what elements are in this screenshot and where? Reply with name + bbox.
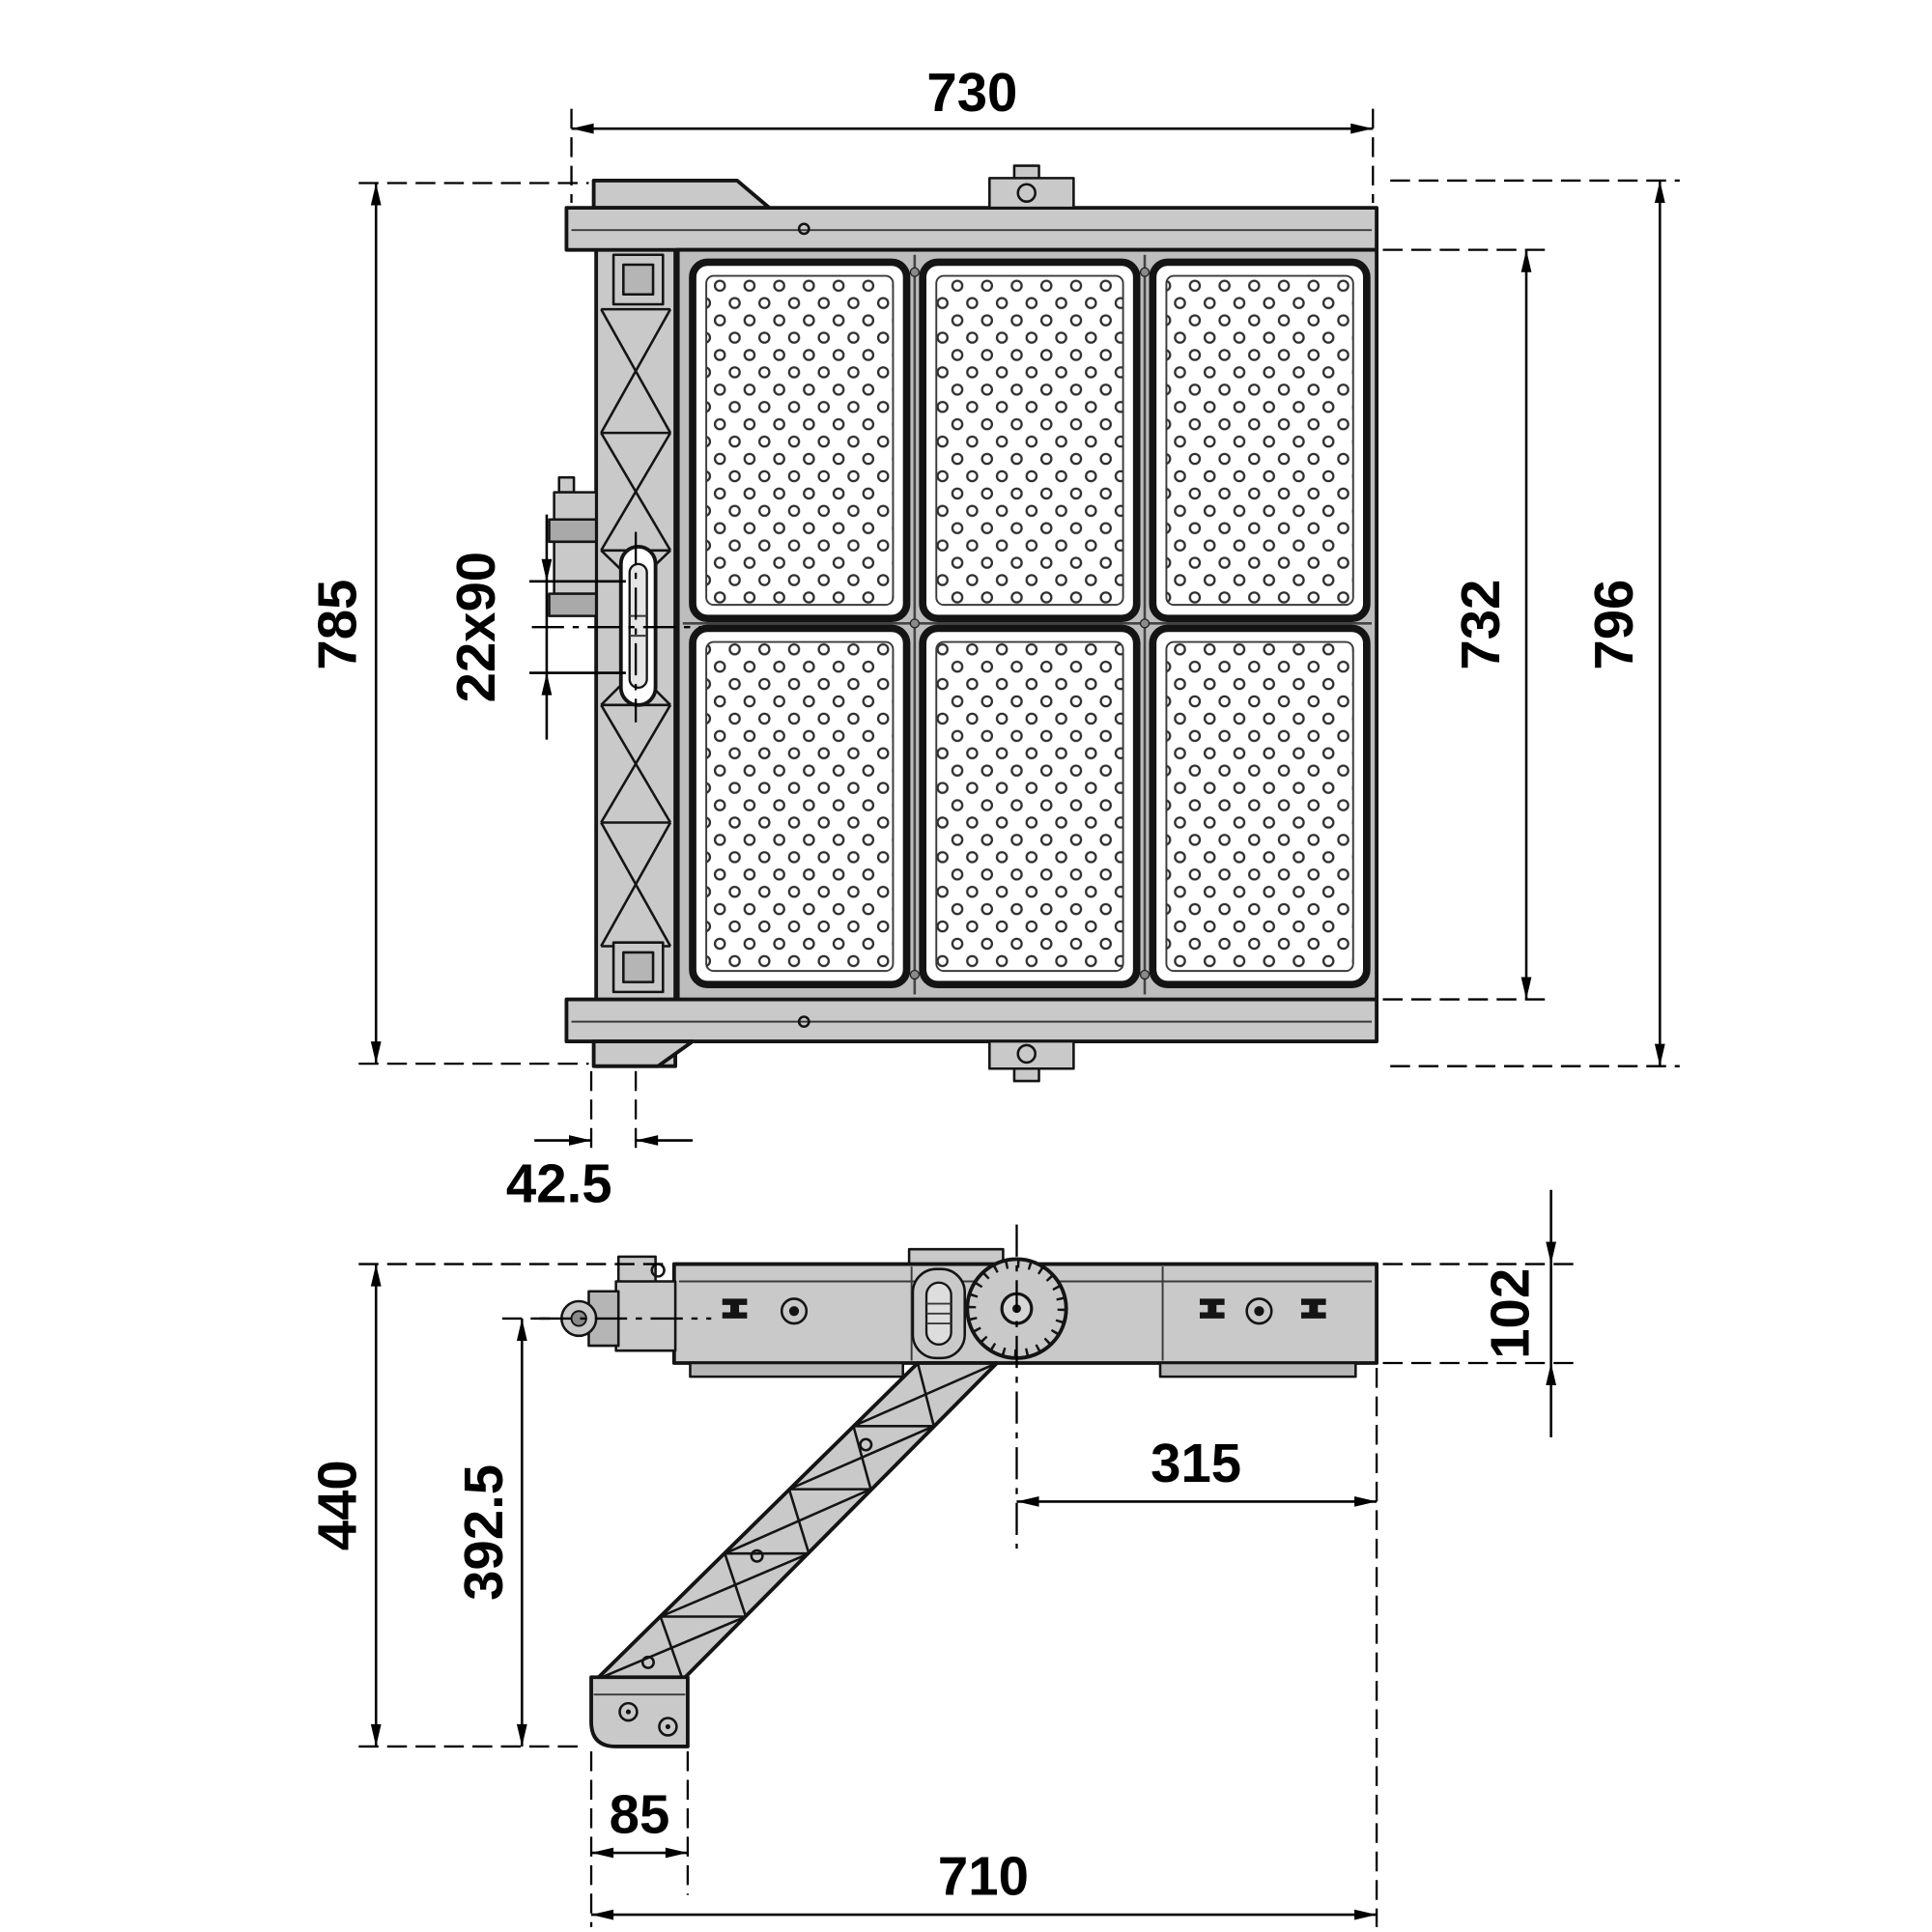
side-total-height-label: 440: [307, 1460, 368, 1550]
front-overall-height-label: 796: [1583, 580, 1644, 670]
panel-screws: [909, 267, 1151, 980]
led-panel: [919, 624, 1141, 989]
dim-inner-height: 732: [1382, 248, 1547, 1001]
dim-slot-size: 22x90: [445, 514, 626, 740]
dim-overall-height: 796: [1390, 179, 1680, 1067]
pivot-bracket: [911, 1267, 966, 1360]
led-panel: [689, 624, 911, 989]
dim-body-height: 785: [307, 182, 589, 1065]
cable-gland-front: [548, 475, 598, 617]
led-panel: [919, 258, 1141, 623]
housing-depth-label: 102: [1480, 1268, 1541, 1359]
clip-left: [722, 1298, 748, 1319]
dim-foot-depth: 85: [589, 1751, 690, 1927]
dim-overall-width: 730: [570, 62, 1375, 203]
adjustment-slot: [618, 545, 658, 707]
dimensions: 730 785 22x90 732 796 42: [307, 62, 1680, 1927]
front-inner-height-label: 732: [1450, 580, 1511, 670]
clip-right-1: [1199, 1298, 1225, 1319]
dim-pivot-offset: 315: [1016, 1368, 1378, 1927]
slot-size-label: 22x90: [445, 552, 506, 703]
cable-gland-side: [560, 1255, 677, 1352]
mounting-arm-edge: [594, 179, 678, 1068]
mounting-arm-side: [594, 1361, 999, 1682]
arm-offset-label: 42.5: [506, 1153, 612, 1214]
dim-housing-depth: 102: [1382, 1189, 1574, 1437]
foot-depth-label: 85: [610, 1784, 670, 1845]
overall-length-label: 710: [938, 1846, 1029, 1907]
dim-arm-offset: 42.5: [506, 1070, 694, 1214]
hinge-block-bottom: [611, 941, 665, 994]
clip-right-2: [1300, 1298, 1326, 1319]
front-overall-width-label: 730: [926, 62, 1017, 123]
front-body-height-label: 785: [307, 580, 368, 670]
top-rail: [564, 164, 1379, 252]
dim-total-height-side: 440: [307, 1263, 668, 1748]
led-panel: [1149, 624, 1371, 989]
mounting-foot: [589, 1675, 690, 1748]
led-panel: [689, 258, 911, 623]
dim-bracket-height: 392.5: [453, 1317, 553, 1747]
front-view: [531, 164, 1379, 1083]
led-panel: [1149, 258, 1371, 623]
bottom-rail: [564, 997, 1379, 1083]
arm-lattice-bracing: [595, 1361, 998, 1681]
side-view: [539, 1224, 1379, 1748]
hinge-block-top: [611, 253, 665, 306]
pivot-offset-label: 315: [1151, 1433, 1241, 1493]
dim-overall-length: 710: [591, 1846, 1378, 1920]
side-bracket-height-label: 392.5: [453, 1464, 514, 1601]
